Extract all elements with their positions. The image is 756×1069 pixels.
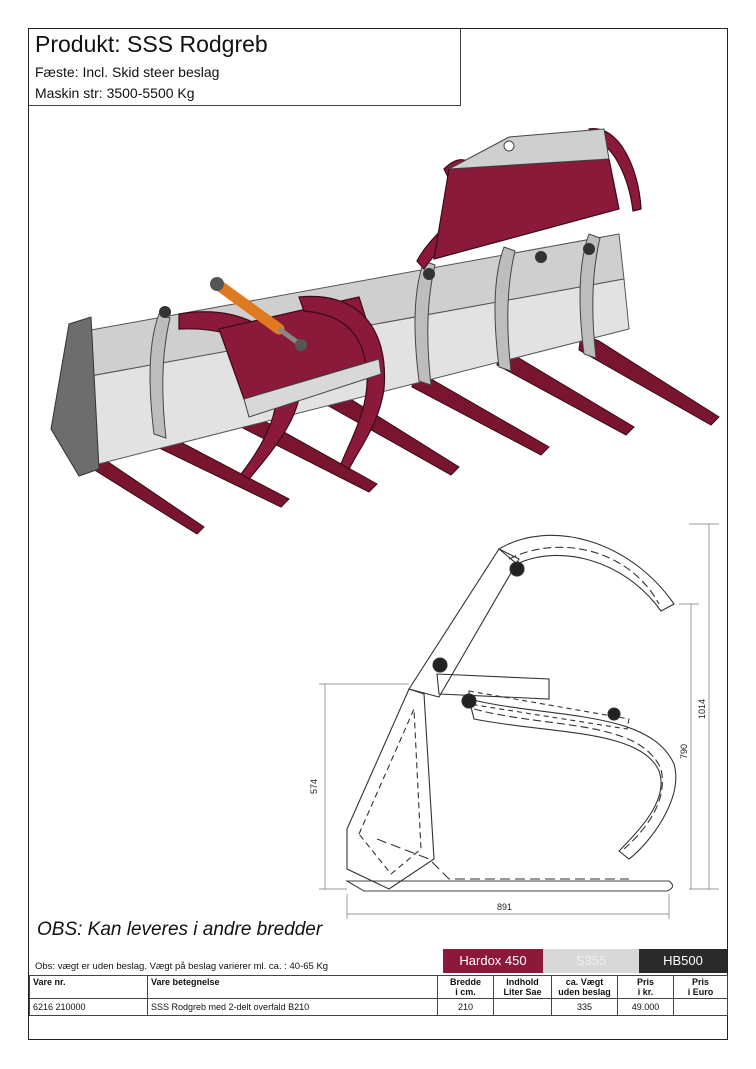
dim-790: 790 [679,744,689,759]
cell-pris-kr: 49.000 [617,998,674,1016]
obs-note: OBS: Kan leveres i andre bredder [37,919,323,940]
cell-vaegt: 335 [551,998,618,1016]
material-s355-badge: S355 [543,949,639,973]
product-illustration: 574 1014 790 891 [50,128,720,919]
material-hardox-badge: Hardox 450 [443,949,543,973]
header-box: Produkt: SSS Rodgreb Fæste: Incl. Skid s… [29,29,461,106]
cell-betegnelse: SSS Rodgreb med 2-delt overfald B210 [147,998,438,1016]
material-hb500-badge: HB500 [639,949,727,973]
weight-note: Obs: vægt er uden beslag. Vægt på beslag… [35,961,329,972]
dim-891: 891 [497,902,512,912]
cell-indhold [493,998,552,1016]
machine-size-line: Maskin str: 3500-5500 Kg [35,85,195,101]
grapple-render [50,128,720,535]
cell-vare-nr: 6216 210000 [29,998,148,1016]
col-vare-nr: Vare nr. [29,975,148,999]
cell-pris-eur [673,998,728,1016]
attachment-line: Fæste: Incl. Skid steer beslag [35,64,220,80]
table-row: 6216 210000 SSS Rodgreb med 2-delt overf… [29,998,728,1016]
cell-bredde: 210 [437,998,494,1016]
col-betegnelse: Vare betegnelse [147,975,438,999]
product-title: Produkt: SSS Rodgreb [35,31,268,57]
product-sheet: Produkt: SSS Rodgreb Fæste: Incl. Skid s… [28,28,728,1040]
cylinder [210,277,307,351]
dim-574: 574 [309,779,319,794]
dim-1014: 1014 [697,699,707,719]
technical-drawing [319,523,719,919]
